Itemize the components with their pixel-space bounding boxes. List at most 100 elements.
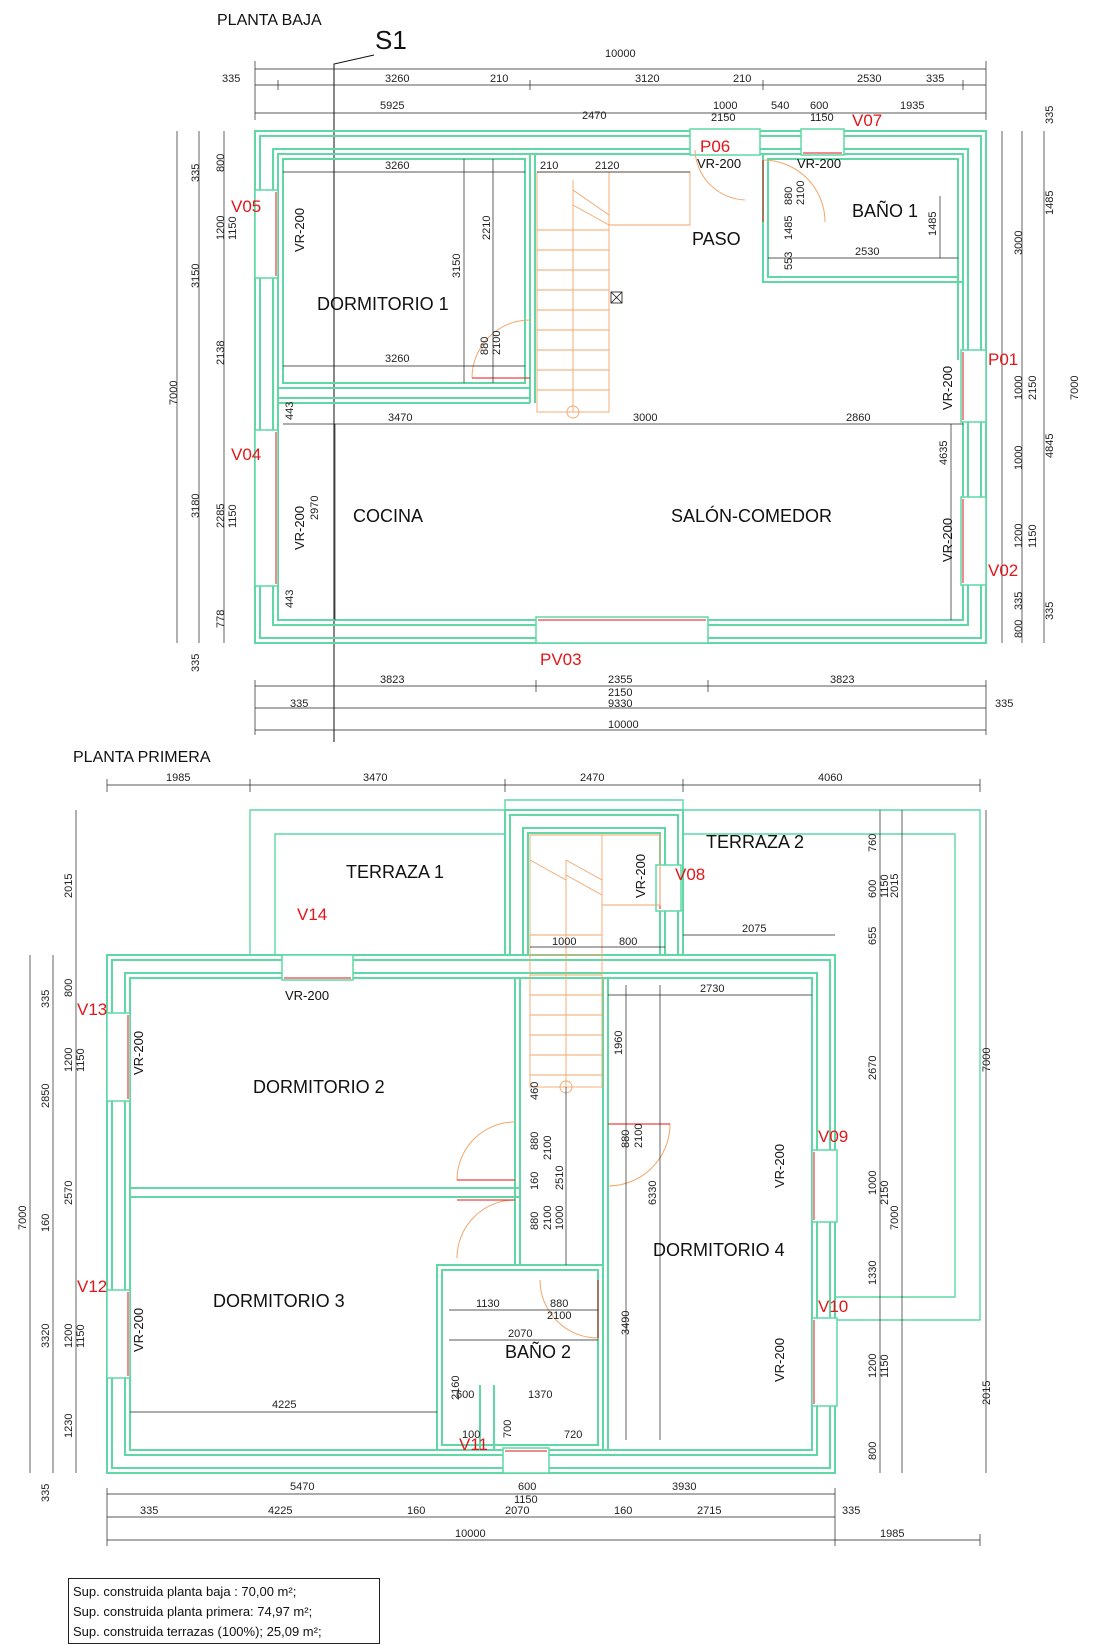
gf-dim-top2-4: 540 — [771, 100, 789, 112]
gf-room-dormitorio-1: DORMITORIO 1 — [317, 294, 449, 314]
ff-inner-26: 720 — [564, 1429, 582, 1441]
gf-vr-v02: VR-200 — [940, 518, 955, 562]
gf-tag-p06: P06 — [700, 137, 730, 156]
ff-dim-left-11: 1200 — [63, 1324, 75, 1348]
gf-inner-4: 2210 — [481, 216, 493, 240]
gf-dim-right-2: 3000 — [1013, 231, 1025, 255]
summary-first-floor: Sup. construida planta primera: 74,97 m²… — [73, 1604, 313, 1619]
ground-floor-outer-dims — [176, 61, 1045, 735]
ff-dim-top-4: 4060 — [818, 772, 842, 784]
gf-tag-pv03: PV03 — [540, 650, 582, 669]
ff-dim-left-13: 1230 — [63, 1414, 75, 1438]
first-floor-dim-text: 1985 3470 2470 4060 2015 7000 335 800 12… — [17, 772, 993, 1540]
gf-dim-left-11: 778 — [215, 610, 227, 628]
ff-inner-8: 2100 — [542, 1136, 554, 1160]
gf-dim-top2-6: 1935 — [900, 100, 924, 112]
gf-inner-18: 2860 — [846, 412, 870, 424]
gf-dim-right-10: 1150 — [1027, 524, 1039, 548]
gf-dim-top-1: 335 — [222, 73, 240, 85]
ff-room-terraza-1: TERRAZA 1 — [346, 862, 444, 882]
ff-dim-right-3: 1150 — [879, 874, 891, 898]
gf-vr-p01: VR-200 — [940, 366, 955, 410]
gf-vr-v05: VR-200 — [292, 208, 307, 252]
gf-inner-19: 4635 — [938, 441, 950, 465]
gf-dim-top2-7: 2150 — [711, 112, 735, 124]
ff-dim-left-5: 1200 — [63, 1048, 75, 1072]
ff-dim-top-2: 3470 — [363, 772, 387, 784]
ff-dim-right-2: 600 — [867, 880, 879, 898]
ff-vr-v12: VR-200 — [131, 1308, 146, 1352]
ff-dim-right-6: 2670 — [867, 1056, 879, 1080]
ff-inner-1: 1000 — [552, 936, 576, 948]
gf-dim-bottom-4: 335 — [290, 698, 308, 710]
gf-dim-right-12: 800 — [1013, 620, 1025, 638]
ff-inner-19: 2100 — [547, 1310, 571, 1322]
summary-ground-floor: Sup. construida planta baja : 70,00 m²; — [73, 1584, 297, 1599]
gf-dim-left-7: 1150 — [227, 216, 239, 240]
gf-dim-right-8: 1000 — [1013, 446, 1025, 470]
first-floor-title: PLANTA PRIMERA — [73, 749, 211, 766]
gf-dim-left-9: 2285 — [215, 504, 227, 528]
gf-dim-right-5: 4845 — [1044, 434, 1056, 458]
gf-inner-15: 443 — [284, 402, 296, 420]
ff-dim-bottom-8: 160 — [614, 1505, 632, 1517]
ff-inner-3: 2075 — [742, 923, 766, 935]
ff-tag-v08: V08 — [675, 865, 705, 884]
gf-dim-top-6: 2530 — [857, 73, 881, 85]
gf-inner-17: 3000 — [633, 412, 657, 424]
ff-inner-25: 700 — [502, 1420, 514, 1438]
ff-vr-v14: VR-200 — [285, 988, 329, 1003]
ff-dim-bottom-10: 335 — [842, 1505, 860, 1517]
summary-terraces: Sup. construida terrazas (100%); 25,09 m… — [73, 1624, 322, 1639]
gf-dim-top2-2: 2470 — [582, 110, 606, 122]
ff-vr-v10: VR-200 — [772, 1338, 787, 1382]
ff-dim-right-15: 2015 — [981, 1381, 993, 1405]
ff-vr-v08: VR-200 — [633, 854, 648, 898]
gf-dim-bottom-5: 9330 — [608, 698, 632, 710]
gf-dim-right-4: 7000 — [1069, 376, 1081, 400]
gf-dim-left-2: 3150 — [190, 264, 202, 288]
ff-inner-17: 1130 — [476, 1298, 500, 1310]
ff-inner-10: 2100 — [542, 1206, 554, 1230]
ff-inner-18: 880 — [550, 1298, 568, 1310]
gf-dim-left-4: 335 — [190, 654, 202, 672]
gf-inner-5: 3150 — [451, 254, 463, 278]
gf-dim-top2-5: 600 — [810, 100, 828, 112]
ff-room-dormitorio-4: DORMITORIO 4 — [653, 1240, 785, 1260]
ff-dim-left-6: 1150 — [75, 1048, 87, 1072]
ff-dim-bottom-5: 4225 — [268, 1505, 292, 1517]
ff-inner-12: 1000 — [554, 1206, 566, 1230]
gf-dim-top2-1: 5925 — [380, 100, 404, 112]
gf-dim-left-6: 1200 — [215, 216, 227, 240]
ff-tag-v11: V11 — [459, 1435, 488, 1454]
gf-dim-top-2: 3260 — [385, 73, 409, 85]
gf-inner-11: 1485 — [783, 216, 795, 240]
gf-dim-bottom-mid: 2150 — [608, 687, 632, 699]
gf-tag-p01: P01 — [988, 350, 1018, 369]
ff-inner-24: 100 — [462, 1429, 480, 1441]
ff-inner-15: 6330 — [647, 1181, 659, 1205]
ff-room-bano-2: BAÑO 2 — [505, 1341, 571, 1362]
ff-dim-bottom-3: 3930 — [672, 1481, 696, 1493]
gf-inner-8: 3260 — [385, 353, 409, 365]
ff-dim-left-3: 335 — [40, 990, 52, 1008]
ff-inner-2: 800 — [619, 936, 637, 948]
gf-inner-14: 1485 — [927, 212, 939, 236]
ff-dim-bottom-7: 2070 — [505, 1505, 529, 1517]
gf-inner-16: 3470 — [388, 412, 412, 424]
gf-dim-left-5: 800 — [215, 154, 227, 172]
gf-inner-13: 2530 — [855, 246, 879, 258]
ground-floor-inner-dims — [283, 159, 963, 620]
gf-dim-top2-3: 1000 — [713, 100, 737, 112]
gf-dim-left-1: 335 — [190, 164, 202, 182]
ground-floor-dim-text: 10000 335 3260 210 3120 210 2530 335 592… — [168, 48, 1081, 731]
ff-inner-9: 160 — [529, 1172, 541, 1190]
ff-inner-23: 1370 — [528, 1389, 552, 1401]
ff-inner-11: 880 — [529, 1212, 541, 1230]
gf-dim-top-4: 3120 — [635, 73, 659, 85]
ff-dim-bottom-total: 10000 — [455, 1528, 486, 1540]
section-label: S1 — [375, 25, 407, 55]
ff-dim-left-1: 2015 — [63, 874, 75, 898]
ff-vr-v09: VR-200 — [772, 1144, 787, 1188]
